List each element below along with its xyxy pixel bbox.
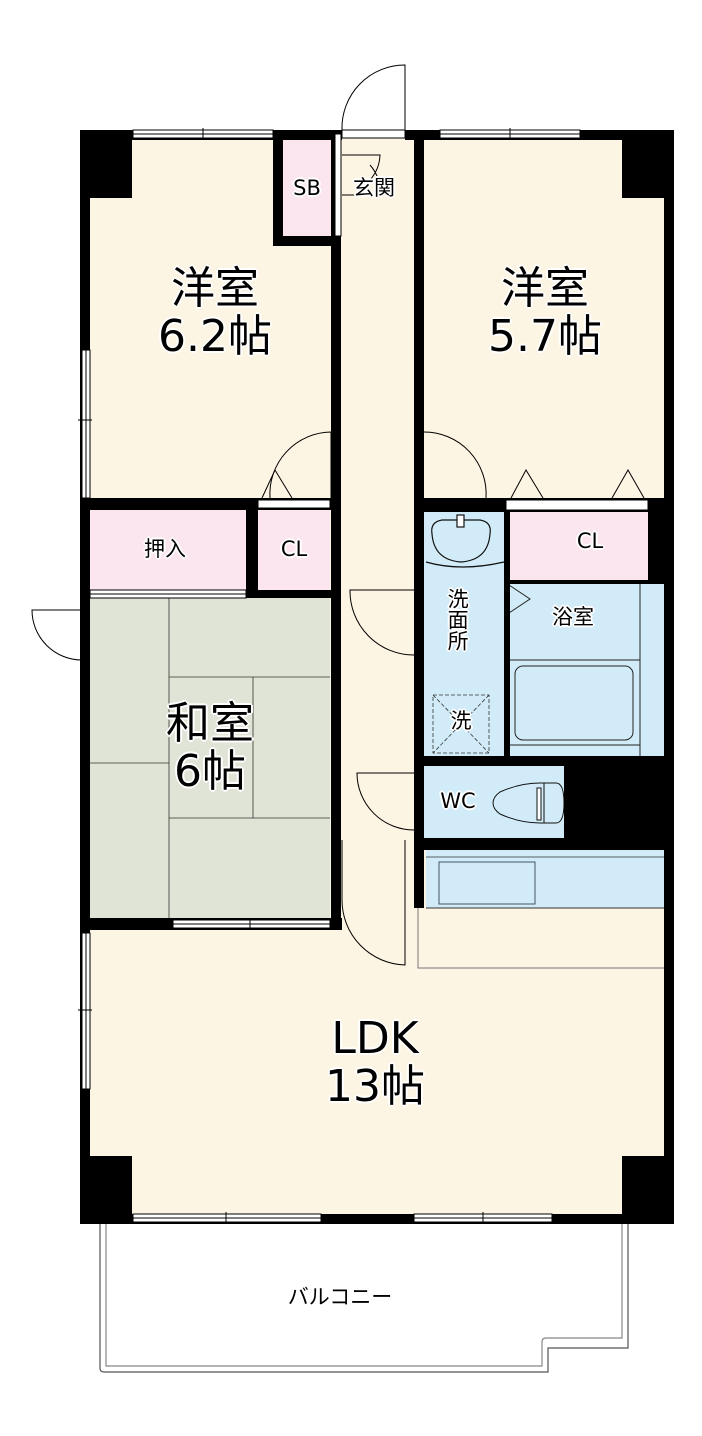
label-toilet: WC bbox=[440, 789, 476, 813]
washer-spot bbox=[432, 694, 490, 754]
windows bbox=[78, 128, 649, 1224]
label-entrance: 玄関 bbox=[353, 176, 395, 200]
label-balcony: バルコニー bbox=[287, 1285, 393, 1309]
room-label-western-1: 洋室 6.2帖 bbox=[130, 263, 300, 363]
closet-right-area bbox=[506, 510, 648, 580]
oshiire-area bbox=[90, 510, 246, 598]
room-label-japanese: 和室 6帖 bbox=[125, 698, 295, 798]
label-oshiire: 押入 bbox=[144, 537, 186, 561]
washroom-area bbox=[424, 512, 504, 758]
room-name: LDK bbox=[331, 1013, 419, 1064]
room-size: 6.2帖 bbox=[158, 311, 272, 363]
sink-icon bbox=[425, 514, 505, 568]
label-closet-right: CL bbox=[576, 529, 604, 553]
room-name: 洋室 bbox=[501, 263, 589, 314]
door-swings bbox=[31, 64, 645, 966]
room-label-ldk: LDK 13帖 bbox=[290, 1013, 460, 1113]
label-washroom: 洗面所 bbox=[445, 588, 470, 651]
label-bathroom: 浴室 bbox=[552, 605, 594, 629]
label-washer: 洗 bbox=[450, 709, 472, 733]
closet-left-area bbox=[258, 510, 330, 590]
walls bbox=[80, 130, 674, 1224]
label-closet-left: CL bbox=[280, 537, 308, 561]
shoe-box-area bbox=[283, 140, 331, 236]
bathroom-area bbox=[506, 582, 664, 756]
room-size: 6帖 bbox=[174, 746, 246, 798]
bathtub-icon bbox=[506, 582, 641, 756]
tatami-area bbox=[90, 598, 330, 920]
room-name: 洋室 bbox=[171, 263, 259, 314]
kitchen-details bbox=[417, 856, 664, 969]
balcony-outline bbox=[99, 1224, 629, 1373]
room-name: 和室 bbox=[166, 698, 254, 749]
label-shoe-box: SB bbox=[293, 176, 321, 200]
kitchen-counter bbox=[426, 850, 664, 908]
room-size: 5.7帖 bbox=[488, 311, 602, 363]
room-label-western-2: 洋室 5.7帖 bbox=[460, 263, 630, 363]
room-size: 13帖 bbox=[325, 1061, 425, 1113]
